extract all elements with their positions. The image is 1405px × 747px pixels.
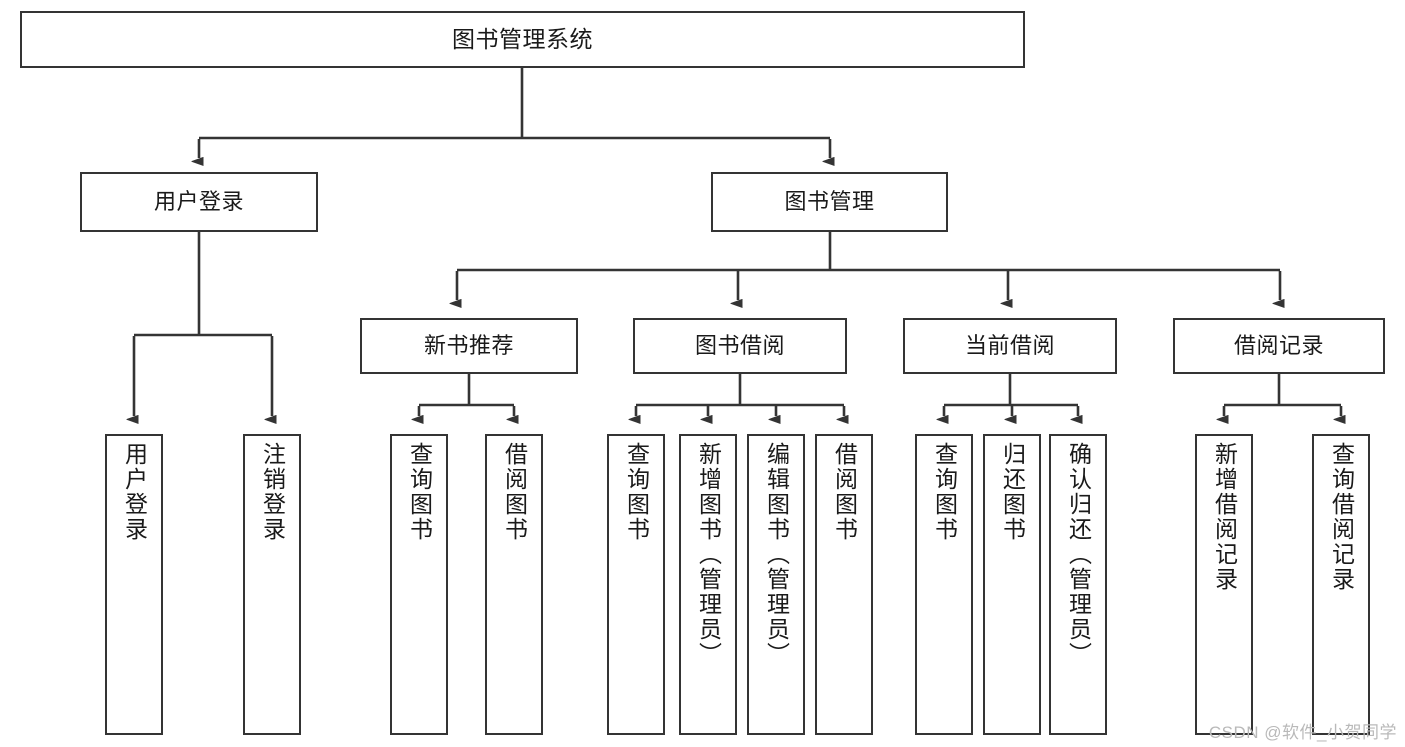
node-new-book-recommend[interactable]: 新书推荐	[360, 318, 578, 374]
node-leaf-user-logout[interactable]: 注销登录	[243, 434, 301, 735]
node-leaf-confirm-return[interactable]: 确认归还（管理员）	[1049, 434, 1107, 735]
node-leaf-user-login[interactable]: 用户登录	[105, 434, 163, 735]
node-root-system[interactable]: 图书管理系统	[20, 11, 1025, 68]
node-borrow-record[interactable]: 借阅记录	[1173, 318, 1385, 374]
node-leaf-edit-book[interactable]: 编辑图书（管理员）	[747, 434, 805, 735]
node-label: 图书管理系统	[452, 26, 593, 53]
node-leaf-borrow-book-2[interactable]: 借阅图书	[815, 434, 873, 735]
node-label: 用户登录	[121, 442, 148, 542]
node-label: 查询图书	[931, 442, 958, 542]
node-user-login[interactable]: 用户登录	[80, 172, 318, 232]
node-label: 新增借阅记录	[1211, 442, 1238, 592]
node-label: 借阅图书	[831, 442, 858, 542]
node-leaf-add-record[interactable]: 新增借阅记录	[1195, 434, 1253, 735]
node-label: 借阅图书	[501, 442, 528, 542]
node-leaf-borrow-book-1[interactable]: 借阅图书	[485, 434, 543, 735]
node-leaf-query-record[interactable]: 查询借阅记录	[1312, 434, 1370, 735]
node-book-borrow[interactable]: 图书借阅	[633, 318, 847, 374]
node-leaf-query-book-3[interactable]: 查询图书	[915, 434, 973, 735]
node-label: 借阅记录	[1233, 332, 1324, 358]
node-current-borrow[interactable]: 当前借阅	[903, 318, 1117, 374]
node-label: 查询借阅记录	[1328, 442, 1355, 592]
node-label: 图书管理	[784, 188, 875, 214]
node-leaf-query-book-1[interactable]: 查询图书	[390, 434, 448, 735]
node-leaf-return-book[interactable]: 归还图书	[983, 434, 1041, 735]
node-label: 编辑图书（管理员）	[763, 442, 790, 667]
node-label: 注销登录	[259, 442, 286, 542]
node-leaf-query-book-2[interactable]: 查询图书	[607, 434, 665, 735]
node-leaf-add-book[interactable]: 新增图书（管理员）	[679, 434, 737, 735]
node-label: 查询图书	[406, 442, 433, 542]
node-label: 用户登录	[153, 188, 244, 214]
node-label: 当前借阅	[964, 332, 1055, 358]
node-book-manage[interactable]: 图书管理	[711, 172, 948, 232]
node-label: 图书借阅	[694, 332, 785, 358]
node-label: 新增图书（管理员）	[695, 442, 722, 667]
node-label: 归还图书	[999, 442, 1026, 542]
node-label: 确认归还（管理员）	[1065, 442, 1092, 667]
node-label: 新书推荐	[423, 332, 514, 358]
csdn-watermark: CSDN @软件_小贺同学	[1208, 723, 1397, 742]
node-label: 查询图书	[623, 442, 650, 542]
